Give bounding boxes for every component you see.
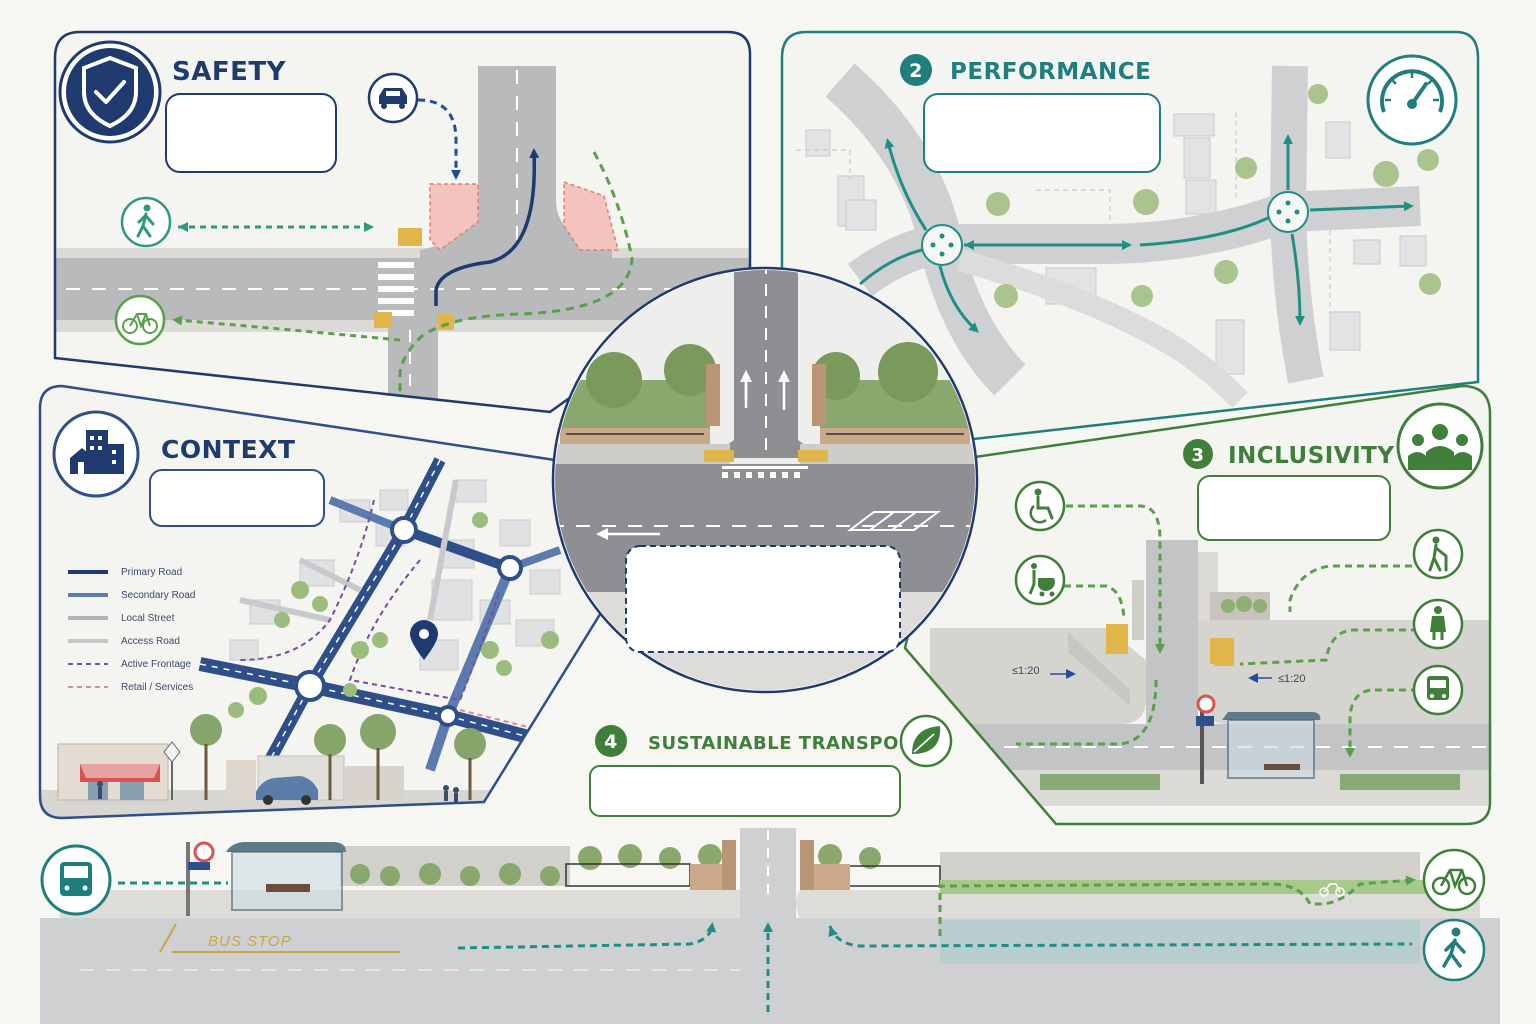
inclusivity-panel-border: [903, 384, 1492, 826]
context-text-box: [149, 469, 325, 527]
legend-label: Primary Road: [121, 567, 182, 578]
inclusivity-title: INCLUSIVITY: [1228, 443, 1395, 469]
conflict-zone-right: [563, 180, 619, 251]
cycle-path-route: [398, 151, 634, 412]
performance-number-badge: 2: [900, 54, 932, 86]
inclusivity-side-street: [1146, 540, 1198, 730]
central-junction-view: [551, 266, 979, 694]
central-text-box: [625, 545, 901, 653]
context-trees: [228, 512, 559, 718]
cycle-lane-green: [940, 880, 1430, 894]
bus-icon: [40, 844, 112, 916]
svg-text:4: 4: [604, 731, 618, 753]
inclusivity-number-badge: 3: [1183, 439, 1213, 469]
wheelchair-icon: [1014, 480, 1066, 532]
context-street-scene: [57, 714, 486, 805]
performance-text-box: [923, 93, 1161, 173]
performance-panel-border: [780, 30, 1480, 442]
active-frontage-line: [239, 499, 375, 661]
bus-stop-road-marking: BUS STOP: [208, 933, 292, 950]
speedometer-icon: [1366, 54, 1458, 146]
bicycle-icon: [114, 294, 166, 346]
tactile-paving: [398, 228, 422, 246]
safety-title: SAFETY: [172, 57, 287, 87]
bicycle-icon: [1422, 848, 1486, 912]
inclusivity-routes: [1016, 504, 1418, 758]
legend-label: Local Street: [121, 613, 175, 624]
bus-shelter-bottom: [186, 841, 346, 916]
stroller-icon: [1014, 554, 1066, 606]
context-panel-border: [38, 384, 617, 820]
roundabout-west: [921, 224, 963, 266]
bottom-routes: [118, 875, 1416, 1012]
shield-check-icon: [58, 40, 162, 144]
performance-trees: [986, 84, 1441, 308]
zebra-crossing: [378, 262, 414, 316]
child-icon: [1412, 598, 1464, 650]
people-group-icon: [1396, 402, 1484, 490]
sustainable-text-box: [589, 765, 901, 817]
roundabout-east: [1267, 191, 1309, 233]
inclusivity-text-box: [1197, 475, 1391, 541]
elderly-cane-icon: [1412, 528, 1464, 580]
flow-arrow: [884, 138, 928, 231]
gradient-label-left: ≤1:20: [1012, 665, 1039, 677]
ramp-left: [1068, 632, 1130, 706]
pedestrian-icon: [120, 196, 172, 248]
leaf-icon: [899, 714, 953, 768]
safety-panel: SAFETY: [53, 30, 752, 414]
sustainable-number-badge: 4: [595, 725, 627, 757]
conflict-zone-left: [429, 183, 479, 251]
performance-title: PERFORMANCE: [950, 59, 1151, 85]
city-buildings-icon: [52, 410, 140, 498]
sustainable-transport-header: 4 SUSTAINABLE TRANSPORT: [589, 714, 953, 817]
svg-text:3: 3: [1191, 445, 1204, 466]
gradient-label-right: ≤1:20: [1278, 673, 1305, 685]
pedestrian-icon: [1422, 918, 1486, 982]
performance-buildings: [805, 113, 1427, 375]
bus-icon: [1412, 664, 1464, 716]
legend-label: Retail / Services: [121, 682, 193, 693]
car-approach-path: [417, 98, 461, 180]
bus-shelter-inclusivity: [1196, 694, 1321, 784]
cycle-lane-symbol: [1319, 883, 1345, 897]
inclusivity-panel: ≤1:20 ≤1:20 3 INCLUSIVITY: [903, 384, 1492, 826]
vehicle-turn-path: [434, 148, 540, 306]
legend-label: Active Frontage: [121, 659, 191, 670]
bottom-street-strip: BUS STOP: [40, 828, 1500, 1024]
legend-label: Access Road: [121, 636, 180, 647]
sustainable-title: SUSTAINABLE TRANSPORT: [648, 733, 925, 754]
safety-text-box: [165, 93, 337, 173]
legend-label: Secondary Road: [121, 590, 196, 601]
context-title: CONTEXT: [161, 435, 295, 464]
svg-text:2: 2: [909, 60, 923, 82]
location-pin-icon: [410, 620, 438, 660]
car-icon: [367, 72, 419, 124]
